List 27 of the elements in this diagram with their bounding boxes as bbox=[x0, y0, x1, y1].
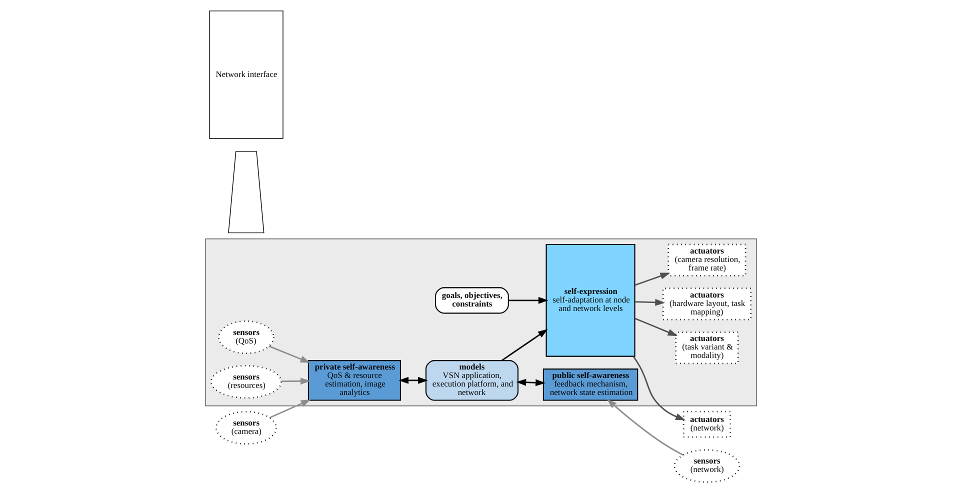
arrow bbox=[516, 378, 546, 386]
node-box: private self-awareness QoS & resource estimation, image analytics bbox=[308, 360, 402, 401]
node-trapezoid bbox=[228, 151, 264, 234]
arrow bbox=[635, 298, 666, 306]
arrow bbox=[634, 318, 678, 336]
node-box: actuators (network) bbox=[682, 410, 732, 438]
arrow bbox=[606, 399, 684, 456]
node-box: actuators (task variant & modality) bbox=[675, 332, 739, 364]
node-box: Network interface bbox=[209, 10, 284, 139]
node-box: goals, objectives, constraints bbox=[435, 287, 509, 314]
arrow bbox=[269, 399, 311, 418]
node-ellipse: sensors (network) bbox=[674, 449, 740, 483]
arrow bbox=[281, 378, 310, 385]
node-ellipse: sensors (QoS) bbox=[218, 320, 274, 354]
arrow bbox=[398, 376, 428, 384]
arrow bbox=[634, 272, 670, 286]
arrow bbox=[502, 329, 548, 362]
arrow bbox=[508, 296, 548, 304]
node-box: actuators (hardware layout, task mapping) bbox=[662, 288, 752, 320]
node-ellipse: sensors (resources) bbox=[210, 365, 282, 399]
node-box: public self-awareness feedback mechanism, network state estimation bbox=[542, 368, 638, 401]
node-ellipse: sensors (camera) bbox=[216, 411, 277, 445]
node-box: actuators (camera resolution, frame rate) bbox=[668, 244, 746, 276]
arrow bbox=[268, 346, 310, 363]
node-box: models VSN application, execution platform, and network bbox=[425, 360, 518, 401]
arrow bbox=[632, 356, 686, 420]
node-box: self-expression self-adaptation at node and network levels bbox=[546, 244, 636, 357]
